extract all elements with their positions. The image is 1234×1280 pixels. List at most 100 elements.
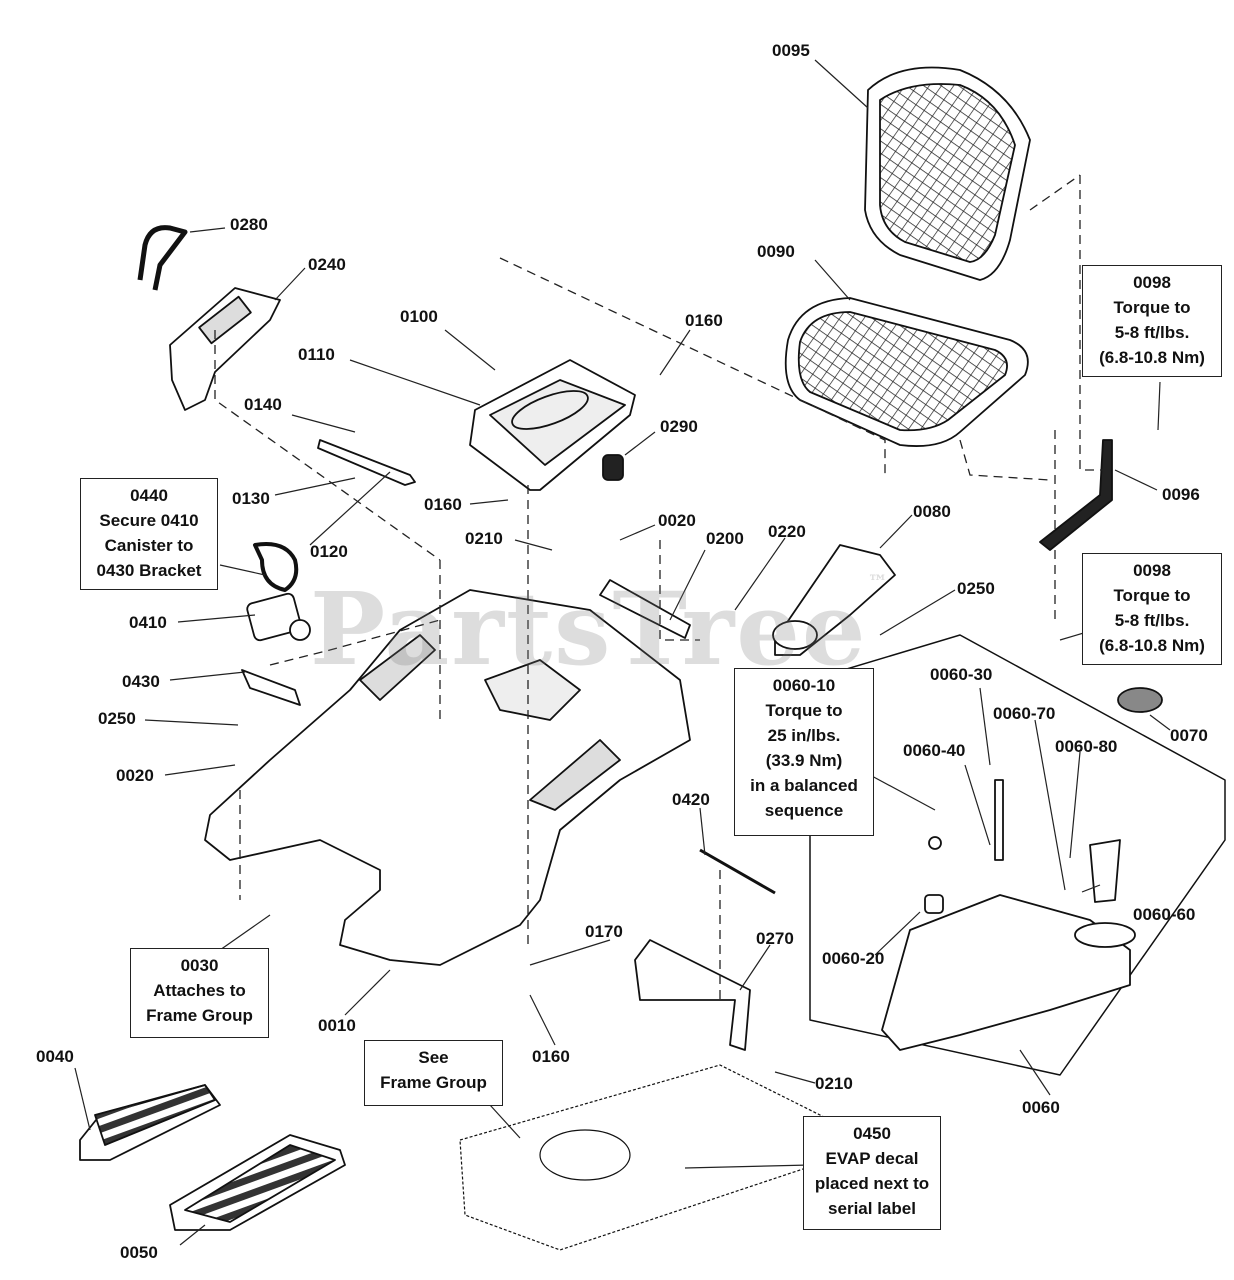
- note-0098-upper: 0098 Torque to 5-8 ft/lbs. (6.8-10.8 Nm): [1082, 265, 1222, 377]
- note-0440-line-4: 0430 Bracket: [96, 561, 202, 580]
- note-0450-line-1: 0450: [853, 1124, 891, 1143]
- note-0098-lower: 0098 Torque to 5-8 ft/lbs. (6.8-10.8 Nm): [1082, 553, 1222, 665]
- note-0450: 0450 EVAP decal placed next to serial la…: [803, 1116, 941, 1230]
- callout-0240: 0240: [308, 255, 346, 274]
- callout-0250-right: 0250: [957, 579, 995, 598]
- note-0440-line-2: Secure 0410: [99, 511, 199, 530]
- note-0060-10-line-2: Torque to: [765, 701, 843, 720]
- callout-0250-left: 0250: [98, 709, 136, 728]
- frame-group-drawing: [459, 1064, 831, 1251]
- callout-0060-30: 0060-30: [930, 665, 993, 684]
- seat-back-part-0095: [864, 66, 1031, 281]
- footrest-part-0040: [79, 1084, 221, 1161]
- note-0060-10-line-4: (33.9 Nm): [765, 751, 843, 770]
- callout-0160-bottom: 0160: [532, 1047, 570, 1066]
- cup-holder-part-0240: [169, 287, 281, 411]
- callout-0410: 0410: [129, 613, 167, 632]
- note-0030-line-1: 0030: [180, 956, 219, 975]
- fuel-tank-assembly-box: [809, 634, 1226, 1076]
- callout-0050: 0050: [120, 1243, 158, 1262]
- note-0060-10: 0060-10 Torque to 25 in/lbs. (33.9 Nm) i…: [734, 668, 874, 836]
- note-0440-line-3: Canister to: [104, 536, 194, 555]
- note-0060-10-line-5: in a balanced: [750, 776, 858, 795]
- callout-0060-70: 0060-70: [993, 704, 1056, 723]
- note-0098-upper-line-3: 5-8 ft/lbs.: [1114, 323, 1190, 342]
- callout-0110: 0110: [298, 345, 335, 364]
- callout-0130: 0130: [232, 489, 270, 508]
- fuel-pickup-part-0060-20: [924, 836, 944, 914]
- note-0060-10-line-3: 25 in/lbs.: [767, 726, 841, 745]
- note-0450-line-3: placed next to: [814, 1174, 930, 1193]
- callout-0290: 0290: [660, 417, 698, 436]
- note-0060-10-line-6: sequence: [764, 801, 844, 820]
- callout-0220: 0220: [768, 522, 806, 541]
- callout-0140: 0140: [244, 395, 282, 414]
- note-0450-line-2: EVAP decal: [825, 1149, 919, 1168]
- callout-0080: 0080: [913, 502, 951, 521]
- callout-0430: 0430: [122, 672, 160, 691]
- footrest-part-0050: [169, 1134, 346, 1231]
- note-0098-upper-line-2: Torque to: [1113, 298, 1191, 317]
- callout-0120: 0120: [310, 542, 348, 561]
- console-cover-part-0110: [469, 359, 636, 491]
- callout-0096: 0096: [1162, 485, 1200, 504]
- note-0030-line-2: Attaches to: [153, 981, 246, 1000]
- link-part-0120: [317, 439, 416, 486]
- callout-0060-40: 0060-40: [903, 741, 966, 760]
- callout-0060-20: 0060-20: [822, 949, 885, 968]
- bracket-part-0200: [599, 579, 691, 639]
- callout-0160-mid: 0160: [424, 495, 462, 514]
- callout-0170: 0170: [585, 922, 623, 941]
- note-frame-group: See Frame Group: [364, 1040, 503, 1106]
- watermark-trademark: ™: [867, 570, 890, 594]
- note-frame-group-line-2: Frame Group: [380, 1073, 487, 1092]
- canister-part-0410: [246, 592, 311, 642]
- note-0030: 0030 Attaches to Frame Group: [130, 948, 269, 1038]
- callout-0020-left: 0020: [116, 766, 154, 785]
- callout-0210-bottom: 0210: [815, 1074, 853, 1093]
- callout-0060-60: 0060-60: [1133, 905, 1196, 924]
- callout-0210-top: 0210: [465, 529, 503, 548]
- note-0098-upper-line-1: 0098: [1133, 273, 1171, 292]
- assembly-guide-lines: [214, 174, 1105, 1000]
- callout-0270: 0270: [756, 929, 794, 948]
- note-0060-10-line-1: 0060-10: [772, 676, 836, 695]
- callout-0280: 0280: [230, 215, 268, 234]
- callout-0070: 0070: [1170, 726, 1208, 745]
- bracket-part-0430: [241, 669, 301, 706]
- fuel-cap-part-0070: [1117, 687, 1163, 713]
- fuel-tube-part-0060-30: [994, 779, 1004, 861]
- callout-0095: 0095: [772, 41, 810, 60]
- callout-0020-top: 0020: [658, 511, 696, 530]
- bracket-part-0270: [634, 939, 751, 1051]
- note-0450-line-4: serial label: [828, 1199, 916, 1218]
- seat-bracket-part-0096: [1039, 439, 1113, 551]
- note-0030-line-3: Frame Group: [146, 1006, 253, 1025]
- callout-0090: 0090: [757, 242, 795, 261]
- note-0440-line-1: 0440: [130, 486, 168, 505]
- callout-0060: 0060: [1022, 1098, 1060, 1117]
- rod-part-0420: [699, 848, 776, 895]
- callout-0060-80: 0060-80: [1055, 737, 1118, 756]
- clamp-part-0440: [253, 542, 299, 592]
- callout-0420: 0420: [672, 790, 710, 809]
- note-0098-lower-line-2: Torque to: [1113, 586, 1191, 605]
- note-0440: 0440 Secure 0410 Canister to 0430 Bracke…: [80, 478, 218, 590]
- callout-0040: 0040: [36, 1047, 74, 1066]
- handle-part-0280: [137, 225, 188, 291]
- note-0098-lower-line-1: 0098: [1133, 561, 1171, 580]
- cup-holder-part-0080: [772, 544, 896, 656]
- fender-part-0010: [204, 589, 691, 966]
- callout-0160-top: 0160: [685, 311, 723, 330]
- filler-neck-part-0060-60: [1089, 839, 1121, 903]
- fuel-tank-part-0060: [881, 894, 1136, 1051]
- callout-0200: 0200: [706, 529, 744, 548]
- seat-cushion-part-0090: [784, 297, 1029, 447]
- callout-0010: 0010: [318, 1016, 356, 1035]
- bumper-part-0290: [602, 454, 624, 481]
- note-frame-group-line-1: See: [418, 1048, 449, 1067]
- callout-0100: 0100: [400, 307, 438, 326]
- note-0098-lower-line-3: 5-8 ft/lbs.: [1114, 611, 1190, 630]
- note-0098-upper-line-4: (6.8-10.8 Nm): [1099, 348, 1205, 367]
